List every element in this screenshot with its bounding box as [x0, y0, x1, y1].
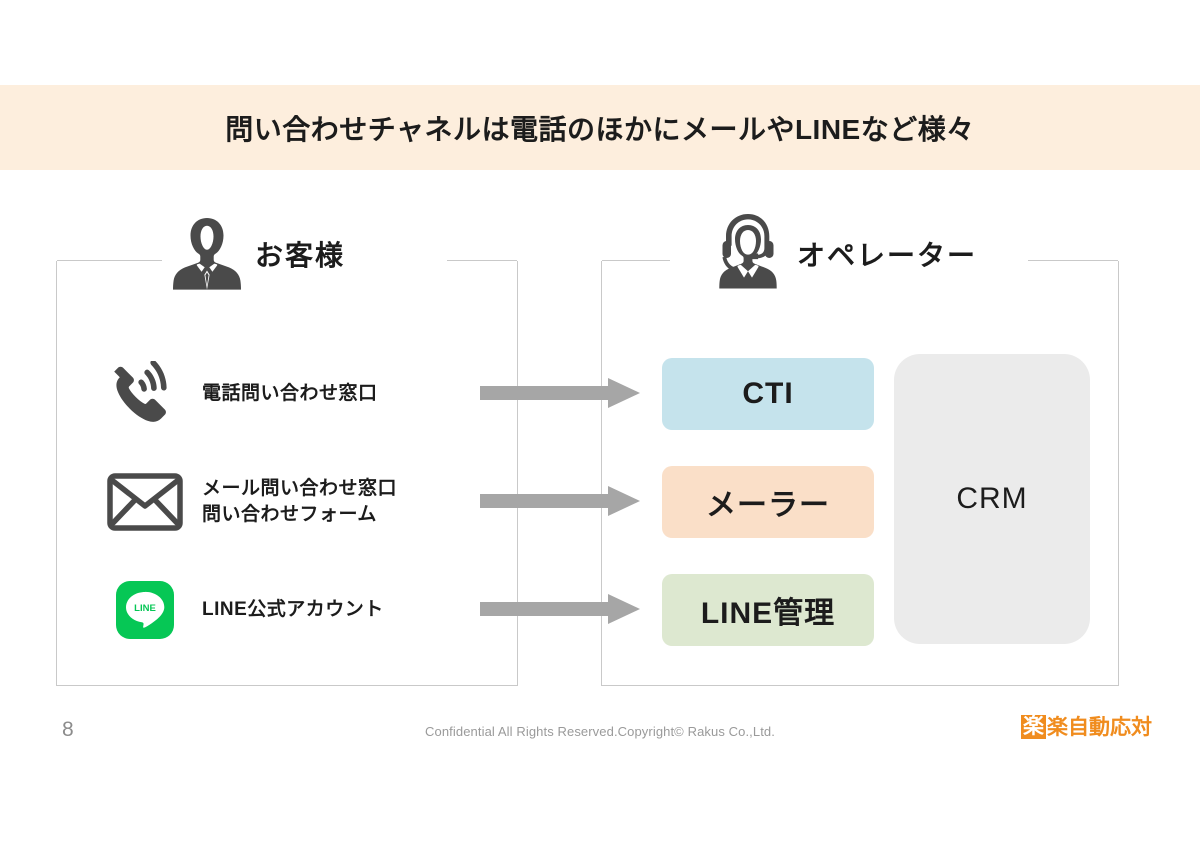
system-box-cti-label: CTI — [742, 377, 794, 410]
arrow-phone-to-cti — [480, 378, 640, 408]
system-box-cti[interactable]: CTI — [662, 358, 874, 430]
phone-ringing-icon — [106, 361, 184, 426]
envelope-icon — [106, 470, 184, 534]
group-label-operator: オペレーター — [797, 240, 978, 271]
brand-logo-mark: 楽 — [1021, 715, 1046, 739]
group-header-customer: お客様 — [165, 212, 354, 296]
title-band: 問い合わせチャネルは電話のほかにメールやLINEなど様々 — [0, 85, 1200, 170]
channel-label-phone: 電話問い合わせ窓口 — [202, 383, 378, 405]
system-box-crm-label: CRM — [956, 482, 1028, 515]
businessman-avatar-icon — [173, 212, 241, 296]
channel-row-line: LINE LINE公式アカウント — [106, 578, 384, 642]
group-header-operator: オペレーター — [705, 212, 986, 296]
channel-label-mail-line1: メール問い合わせ窓口 — [202, 478, 398, 500]
line-app-icon-text: LINE — [134, 603, 156, 614]
brand-logo: 楽 楽自動応対 — [1021, 715, 1152, 739]
operator-headset-avatar-icon — [713, 212, 783, 296]
channel-row-mail: メール問い合わせ窓口 問い合わせフォーム — [106, 470, 397, 534]
arrow-mail-to-mailer — [480, 486, 640, 516]
system-box-crm[interactable]: CRM — [894, 354, 1090, 644]
bracket-customer-group — [56, 260, 518, 686]
system-box-line-kanri-label: LINE管理 — [700, 597, 836, 630]
group-label-customer: お客様 — [255, 240, 346, 271]
bracket-operator-group — [601, 260, 1119, 686]
system-box-mailer[interactable]: メーラー — [662, 466, 874, 538]
system-box-mailer-label: メーラー — [706, 489, 830, 522]
footer-copyright: Confidential All Rights Reserved.Copyrig… — [425, 724, 775, 739]
page-title: 問い合わせチャネルは電話のほかにメールやLINEなど様々 — [225, 113, 975, 145]
brand-logo-text: 楽自動応対 — [1047, 715, 1152, 739]
line-app-icon: LINE — [106, 578, 184, 642]
page-number: 8 — [62, 718, 74, 741]
arrow-line-to-line-kanri — [480, 594, 640, 624]
channel-label-mail-line2: 問い合わせフォーム — [202, 504, 377, 525]
channel-label-line: LINE公式アカウント — [202, 599, 384, 621]
channel-label-mail: メール問い合わせ窓口 問い合わせフォーム — [202, 476, 397, 527]
system-box-line-kanri[interactable]: LINE管理 — [662, 574, 874, 646]
channel-row-phone: 電話問い合わせ窓口 — [106, 361, 378, 426]
